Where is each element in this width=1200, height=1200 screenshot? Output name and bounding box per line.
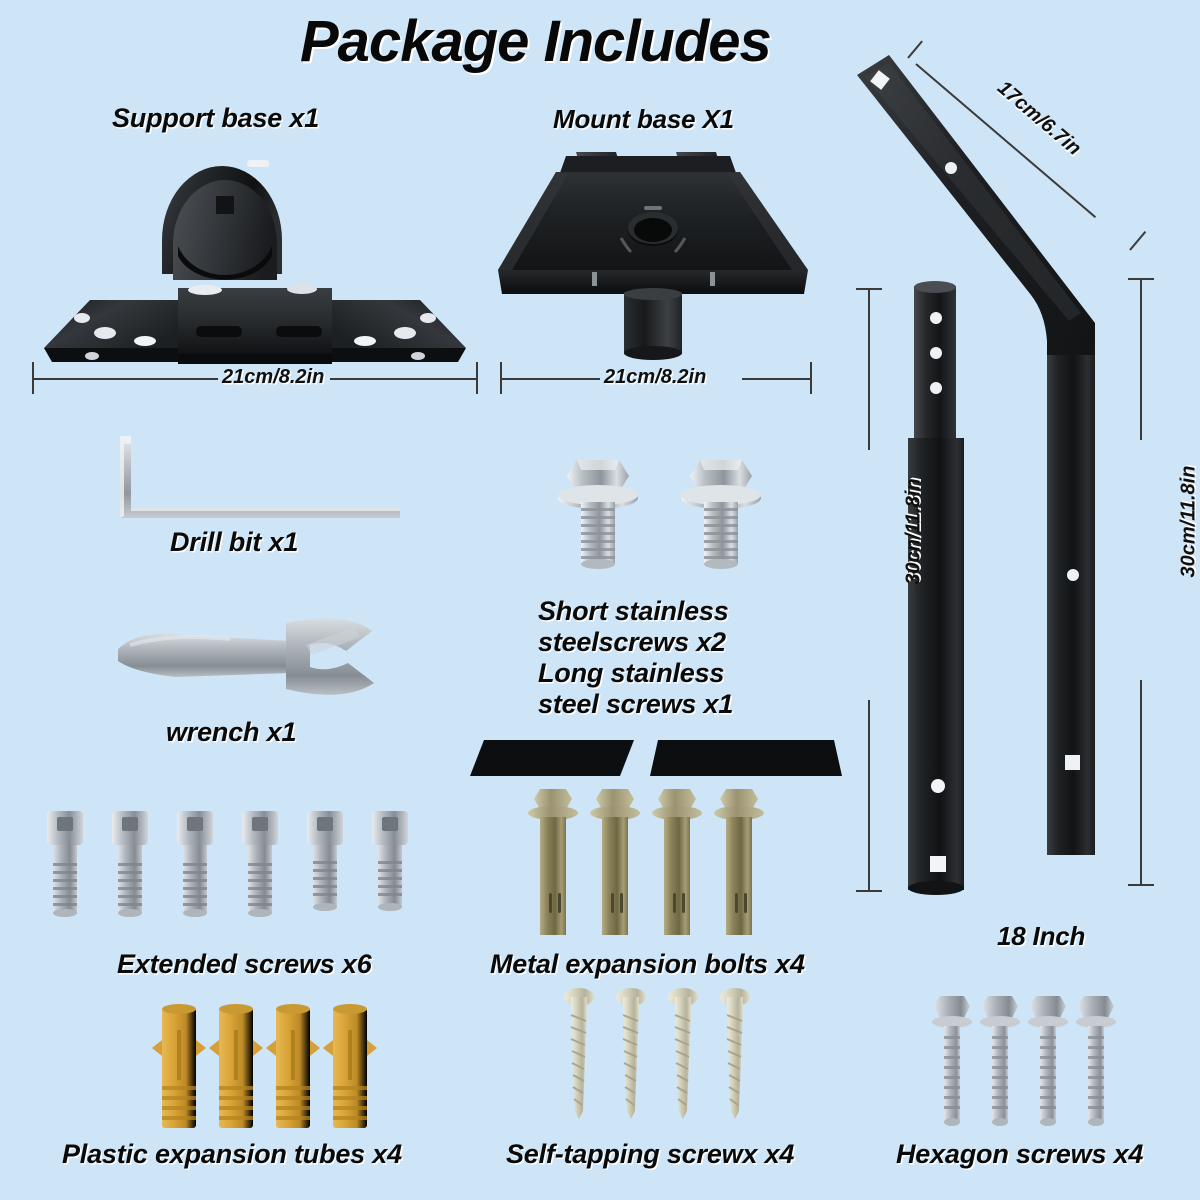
bent-pole-dim-tick-top: [1128, 278, 1154, 280]
wrench-graphic: [118, 618, 374, 695]
straight-pole-dim-line-top: [868, 290, 870, 450]
bent-pole-dimension: 30cm/11.8in: [1177, 465, 1200, 578]
support-base-dim-tick-left: [32, 362, 34, 394]
support-base-dim-line-left: [32, 378, 218, 380]
extended-screws-graphic: [47, 811, 408, 917]
mount-base-dim-line-left: [500, 378, 600, 380]
drill-bit-label: Drill bit x1: [170, 527, 299, 557]
support-base-graphic: [44, 160, 466, 364]
support-base-dim-tick-right: [476, 362, 478, 394]
drill-bit-part: [100, 430, 410, 530]
plastic-tubes-graphic: [152, 1004, 377, 1128]
straight-pole-dim-tick-bottom: [856, 890, 882, 892]
metal-expansion-bolts-label: Metal expansion bolts x4: [490, 949, 805, 979]
support-base-dimension: 21cm/8.2in: [222, 366, 325, 388]
mount-base-dim-line-right: [742, 378, 812, 380]
extended-screws-label: Extended screws x6: [117, 949, 372, 979]
pole-size-label: 18 Inch: [997, 921, 1086, 951]
page-title: Package Includes: [300, 9, 772, 74]
mount-base-label: Mount base X1: [553, 104, 734, 134]
wrench-label: wrench x1: [166, 717, 297, 747]
plastic-expansion-tubes-part: [150, 1000, 380, 1135]
metal-expansion-bolts-part: [528, 785, 778, 940]
support-base-label: Support base x1: [112, 103, 320, 133]
drill-bit-graphic: [120, 436, 400, 518]
plastic-expansion-tubes-label: Plastic expansion tubes x4: [62, 1139, 402, 1169]
hexagon-screws-graphic: [932, 996, 1116, 1126]
self-tapping-screws-label: Self-tapping screwx x4: [506, 1139, 795, 1169]
straight-pole-dim-line-bottom: [868, 700, 870, 892]
bent-pole-dim-tick-bottom: [1128, 884, 1154, 886]
support-base-dim-line-right: [330, 378, 478, 380]
self-tapping-screws-part: [555, 985, 765, 1135]
short-screw-graphic: [558, 460, 638, 569]
straight-pole-dim-tick-top: [856, 288, 882, 290]
hexagon-screws-label: Hexagon screws x4: [896, 1139, 1144, 1169]
straight-pole-dimension: 30cn/11.8in: [902, 478, 925, 585]
wrench-part: [110, 605, 400, 705]
expansion-bolts-graphic: [528, 789, 764, 935]
straight-pole-part: [900, 278, 980, 898]
short-stainless-line2: steelscrews x2: [538, 627, 726, 657]
bent-pole-dim-line-top: [1140, 280, 1142, 440]
mount-base-graphic: [498, 152, 808, 360]
self-tapping-screws-graphic: [564, 988, 750, 1119]
long-stainless-line1: Long stainless: [538, 658, 725, 688]
mount-base-part: [488, 142, 828, 362]
bent-pole-part: [845, 55, 1175, 895]
black-shim-plates: [462, 730, 854, 790]
long-screw-graphic: [681, 460, 761, 569]
straight-pole-graphic: [908, 281, 964, 895]
short-stainless-line1: Short stainless: [538, 596, 729, 626]
hexagon-screws-part: [930, 990, 1130, 1135]
short-stainless-screw-part: [545, 450, 660, 575]
bent-pole-dim-line-bottom: [1140, 680, 1142, 886]
mount-base-dim-tick-left: [500, 362, 502, 394]
support-base-part: [30, 148, 480, 368]
shim-plates-graphic: [470, 740, 842, 776]
long-stainless-screw-part: [668, 450, 783, 575]
bent-pole-graphic: [857, 55, 1095, 855]
long-stainless-line2: steel screws x1: [538, 689, 734, 719]
mount-base-dimension: 21cm/8.2in: [604, 366, 707, 388]
mount-base-dim-tick-right: [810, 362, 812, 394]
extended-screws-part: [35, 805, 445, 945]
